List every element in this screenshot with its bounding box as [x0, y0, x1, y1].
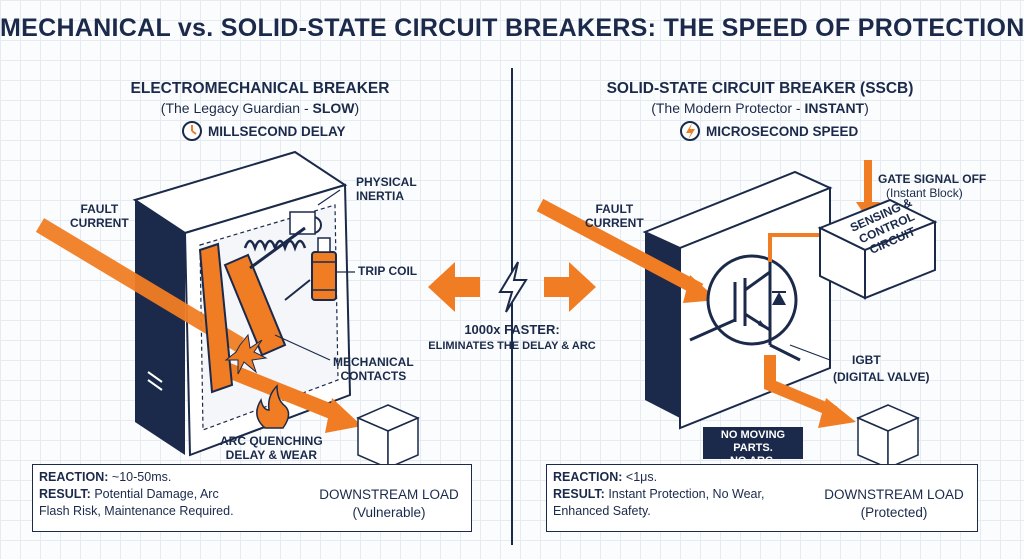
sensing-control-box: [817, 198, 938, 300]
double-arrow: [428, 262, 596, 312]
left-fault-current-label: FAULT CURRENT: [70, 202, 129, 230]
downstream-load-cube-right: [856, 404, 920, 470]
igbt-label: IGBT: [852, 353, 881, 367]
right-load-title: DOWNSTREAM LOAD: [824, 487, 964, 502]
trip-coil-label: TRIP COIL: [358, 264, 418, 278]
left-result-line2: Flash Risk, Maintenance Required.: [39, 504, 234, 518]
left-heading: ELECTROMECHANICAL BREAKER: [130, 80, 390, 97]
right-result-box: REACTION: <1μs. RESULT: Instant Protecti…: [546, 464, 978, 532]
clock-icon: [182, 121, 202, 141]
center-eliminates-text: ELIMINATES THE DELAY & ARC: [428, 340, 596, 352]
center-lightning-icon: [498, 261, 528, 313]
lightning-icon: [680, 121, 700, 141]
downstream-load-cube-left: [356, 404, 420, 470]
mechanical-contacts-label: MECHANICAL CONTACTS: [333, 355, 414, 383]
trip-coil-icon: [311, 237, 337, 301]
right-reaction: REACTION: <1μs.: [553, 470, 658, 484]
right-heading: SOLID-STATE CIRCUIT BREAKER (SSCB): [606, 80, 914, 97]
right-fault-current-label: FAULT CURRENT: [585, 202, 644, 230]
gate-signal-sub-label: (Instant Block): [886, 186, 963, 200]
downstream-arrow-right: [764, 355, 838, 418]
igbt-sub-label: (DIGITAL VALVE): [833, 370, 930, 384]
gate-signal-label: GATE SIGNAL OFF: [878, 172, 987, 186]
left-subtitle: (The Legacy Guardian - SLOW): [160, 100, 360, 116]
center-faster-text: 1000x FASTER:: [464, 322, 560, 337]
fault-current-arrow-right: [536, 198, 704, 297]
right-result-line2: Enhanced Safety.: [553, 504, 651, 518]
arc-quenching-label: ARC QUENCHING DELAY & WEAR: [220, 434, 323, 462]
page-title: MECHANICAL vs. SOLID-STATE CIRCUIT BREAK…: [0, 14, 1024, 42]
no-moving-parts-badge: NO MOVING PARTS. NO ARC.: [703, 427, 803, 467]
left-load-title: DOWNSTREAM LOAD: [319, 487, 459, 502]
arc-spark-icon: [224, 333, 268, 375]
left-result-box: REACTION: ~10-50ms. RESULT: Potential Da…: [32, 464, 472, 532]
left-reaction: REACTION: ~10-50ms.: [39, 470, 172, 484]
left-badge: MILLSECOND DELAY: [208, 124, 346, 139]
left-load-state: (Vulnerable): [352, 505, 426, 520]
igbt-symbol-icon: [689, 254, 801, 362]
right-load-state: (Protected): [860, 505, 928, 520]
fire-icon: [256, 384, 290, 429]
right-result: RESULT: Instant Protection, No Wear,: [553, 487, 765, 501]
physical-inertia-label: PHYSICAL INERTIA: [356, 175, 417, 203]
right-subtitle: (The Modern Protector - INSTANT): [651, 100, 869, 116]
left-result: RESULT: Potential Damage, Arc: [39, 487, 219, 501]
right-badge: MICROSECOND SPEED: [706, 124, 859, 139]
mechanical-contacts-icon: [198, 226, 311, 394]
